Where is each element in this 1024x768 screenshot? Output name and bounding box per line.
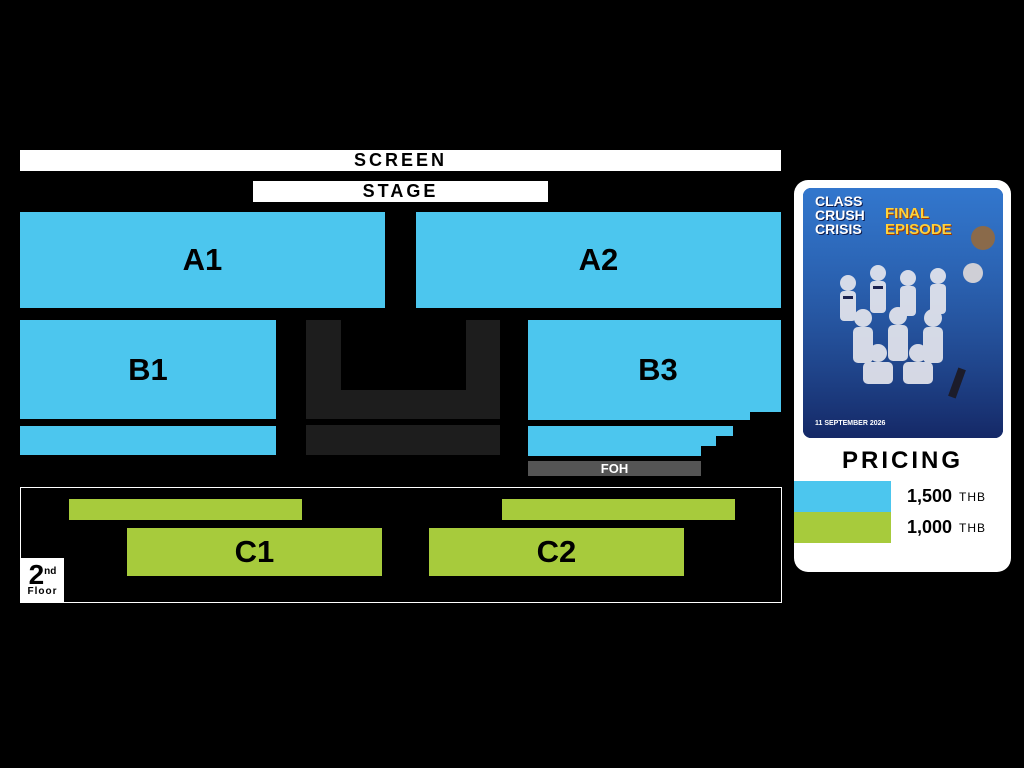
zone-a1[interactable]: A1 <box>20 212 385 308</box>
zone-b1-label: B1 <box>128 351 168 387</box>
stage-bar: STAGE <box>253 181 548 202</box>
zone-c1-label: C1 <box>234 534 275 569</box>
floor-suffix: nd <box>44 566 57 577</box>
zone-c2-label: C2 <box>536 534 577 569</box>
poster-title: CLASS CRUSH CRISIS <box>815 194 885 236</box>
foh-label: FOH <box>600 461 629 476</box>
pricing-title: PRICING <box>794 446 1011 476</box>
zone-a2-label: A2 <box>578 242 619 277</box>
price-amount-1000: 1,000 <box>907 517 953 537</box>
zone-c1[interactable]: C1 <box>127 528 382 576</box>
poster-date: 11 SEPTEMBER 2026 <box>815 420 886 427</box>
zone-b3-shape[interactable] <box>528 320 781 457</box>
second-floor-area <box>20 487 782 603</box>
price-swatch-1500 <box>794 481 891 512</box>
zone-c2-top-row[interactable] <box>502 499 735 520</box>
price-row-1500: 1,500 THB <box>907 481 1007 512</box>
zone-b3-label-wrap: B3 <box>528 320 788 420</box>
poster-title-line-3: CRISIS <box>815 221 862 237</box>
poster-title-line-1: CLASS <box>815 193 863 209</box>
price-currency-1500: THB <box>959 489 987 504</box>
zone-c2[interactable]: C2 <box>429 528 684 576</box>
zone-c1-top-row[interactable] <box>69 499 302 520</box>
poster-art <box>803 188 1003 438</box>
stage-label: STAGE <box>362 181 439 201</box>
zone-a2[interactable]: A2 <box>416 212 781 308</box>
center-block-lower-row <box>306 425 500 455</box>
price-swatch-1000 <box>794 512 891 543</box>
pricing-title-text: PRICING <box>841 447 963 474</box>
floor-word: Floor <box>27 586 58 597</box>
screen-label: SCREEN <box>353 150 447 170</box>
zone-b1-lower-row[interactable] <box>20 426 276 455</box>
zone-b3-main[interactable] <box>528 320 781 420</box>
poster-subtitle: FINAL EPISODE <box>885 205 952 238</box>
floor-number: 2 <box>28 559 45 590</box>
foh-block: FOH <box>528 461 701 476</box>
price-row-1000: 1,000 THB <box>907 512 1007 543</box>
center-block-bottom <box>306 390 500 419</box>
screen-bar: SCREEN <box>20 150 781 171</box>
poster-title-line-2: CRUSH <box>815 207 865 223</box>
floor-badge: 2nd Floor <box>21 558 64 602</box>
price-currency-1000: THB <box>959 520 987 535</box>
zone-a1-label: A1 <box>182 242 223 277</box>
zone-b1[interactable]: B1 <box>20 320 276 419</box>
event-poster[interactable]: CLASS CRUSH CRISIS FINAL EPISODE 11 SEPT… <box>803 188 1003 438</box>
zone-b3-label: B3 <box>638 352 678 387</box>
zone-b3-lower[interactable] <box>528 426 733 456</box>
price-amount-1500: 1,500 <box>907 486 953 506</box>
